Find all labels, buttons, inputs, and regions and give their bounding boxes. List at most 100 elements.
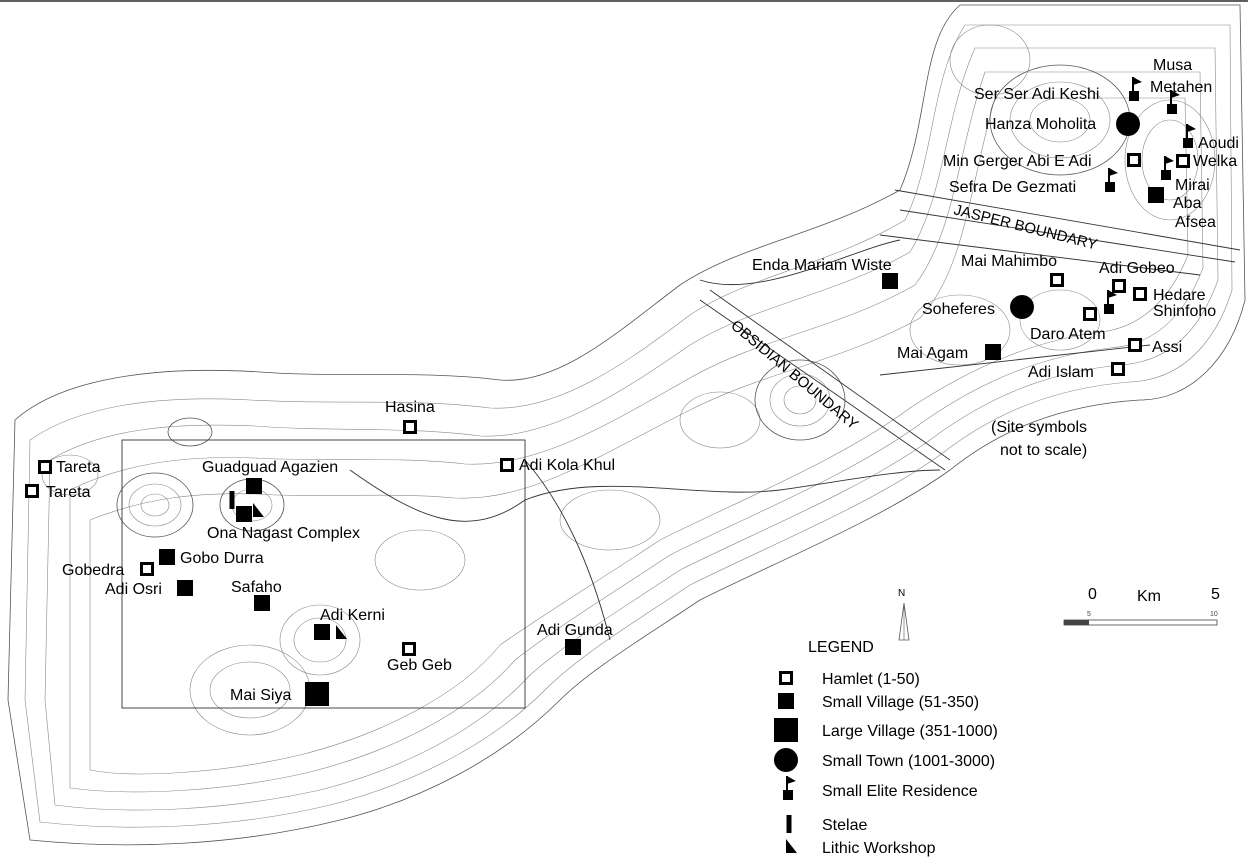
site-hasina-hamlet-icon xyxy=(403,420,417,434)
site-label: Adi Kola Khul xyxy=(519,457,615,474)
site-labels: Musa Metahen Ser Ser Adi Keshi Hanza Moh… xyxy=(46,57,1239,704)
legend-item-label: Hamlet (1-50) xyxy=(822,671,920,688)
site-assi-hamlet-icon xyxy=(1128,338,1142,352)
site-label: Gobedra xyxy=(62,562,124,579)
legend-item-label: Small Elite Residence xyxy=(822,783,978,800)
site-label: Musa xyxy=(1153,57,1192,74)
site-mirai-elite-icon xyxy=(1160,155,1175,181)
scale-unit-label: Km xyxy=(1137,588,1161,605)
site-geb-geb-hamlet-icon xyxy=(402,642,416,656)
legend-item-label: Small Village (51-350) xyxy=(822,694,979,711)
site-adi-kerni-small-village-icon xyxy=(314,624,330,640)
legend-item-label: Lithic Workshop xyxy=(822,840,936,857)
legend: LEGEND Hamlet (1-50) Small Village (51-3… xyxy=(774,639,998,857)
site-label: Hanza Moholita xyxy=(985,116,1096,133)
site-daro-atem-elite-icon xyxy=(1103,289,1118,315)
site-ona-nagast-stelae-icon xyxy=(229,491,235,509)
site-min-gerger-hamlet-icon xyxy=(1127,153,1141,167)
site-enda-mariam-wiste-small-village-icon xyxy=(882,273,898,289)
jasper-boundary-label: JASPER BOUNDARY xyxy=(952,201,1099,253)
site-label: Aba xyxy=(1173,195,1202,212)
site-adi-kerni-lithic-icon xyxy=(336,625,347,639)
site-label: Ona Nagast Complex xyxy=(207,525,360,542)
legend-title: LEGEND xyxy=(808,639,874,656)
site-label: Mai Mahimbo xyxy=(961,253,1057,270)
site-label: Adi Gobeo xyxy=(1099,260,1175,277)
scale-tick-small-right: 10 xyxy=(1210,611,1218,618)
site-label: Assi xyxy=(1152,339,1182,356)
scale-note-line1: (Site symbols xyxy=(991,419,1087,436)
scale-tick-small-left: 5 xyxy=(1087,611,1091,618)
survey-area-rectangle xyxy=(121,439,526,709)
site-adi-gunda-small-village-icon xyxy=(565,639,581,655)
site-mai-mahimbo-hamlet-icon xyxy=(1050,273,1064,287)
site-aoudi-elite-icon xyxy=(1182,123,1197,149)
small-town-icon xyxy=(774,748,798,772)
site-label: Enda Mariam Wiste xyxy=(752,257,892,274)
lithic-workshop-icon xyxy=(786,839,797,853)
site-gobedra-hamlet-icon xyxy=(140,562,154,576)
hamlet-icon xyxy=(779,671,793,685)
site-label: Metahen xyxy=(1150,79,1212,96)
site-label: Afsea xyxy=(1175,214,1216,231)
site-adi-gobeo-hamlet-icon xyxy=(1112,279,1126,293)
scale-note-line2: not to scale) xyxy=(1000,442,1087,459)
site-ser-ser-adi-keshi-elite-icon xyxy=(1128,76,1143,102)
scale-left-label: 0 xyxy=(1088,586,1097,603)
site-soheferes-town-icon xyxy=(1010,295,1034,319)
site-adi-osri-small-village-icon xyxy=(177,580,193,596)
site-welka-hamlet-icon xyxy=(1176,154,1190,168)
site-label: Adi Osri xyxy=(105,581,162,598)
large-village-icon xyxy=(774,718,798,742)
site-label: Welka xyxy=(1193,153,1237,170)
site-hanza-moholita-town-icon xyxy=(1116,112,1140,136)
site-label: Aoudi xyxy=(1198,135,1239,152)
site-label: Sefra De Gezmati xyxy=(949,179,1076,196)
site-adi-kola-khul-hamlet-icon xyxy=(500,458,514,472)
site-label: Mirai xyxy=(1175,177,1210,194)
site-label: Ser Ser Adi Keshi xyxy=(974,86,1099,103)
site-guadguad-agazien-small-village-icon xyxy=(246,478,262,494)
site-symbols xyxy=(25,76,1197,706)
elite-residence-icon xyxy=(782,775,797,801)
site-label: Gobo Durra xyxy=(180,550,264,567)
site-label: Adi Kerni xyxy=(320,607,385,624)
site-label: Tareta xyxy=(56,459,101,476)
scale-bar: 0 Km 5 5 10 xyxy=(1063,586,1220,626)
site-tareta-1-hamlet-icon xyxy=(38,460,52,474)
small-village-icon xyxy=(778,693,794,709)
site-mai-siya-large-village-icon xyxy=(305,682,329,706)
site-label: Hasina xyxy=(385,399,435,416)
site-label: Guadguad Agazien xyxy=(202,459,338,476)
legend-item-label: Stelae xyxy=(822,817,867,834)
site-label: Min Gerger Abi E Adi xyxy=(943,153,1092,170)
site-daro-atem-hamlet-icon xyxy=(1083,307,1097,321)
north-arrow: N xyxy=(898,588,910,641)
legend-item-label: Small Town (1001-3000) xyxy=(822,753,995,770)
site-label: Adi Gunda xyxy=(537,622,613,639)
site-label: Daro Atem xyxy=(1030,326,1106,343)
site-hedare-hamlet-icon xyxy=(1133,287,1147,301)
terrain-contours xyxy=(7,4,1246,846)
site-label: Geb Geb xyxy=(387,657,452,674)
site-gobo-durra-small-village-icon xyxy=(159,549,175,565)
site-label: Mai Siya xyxy=(230,687,291,704)
site-adi-islam-hamlet-icon xyxy=(1111,362,1125,376)
site-ona-nagast-lithic-icon xyxy=(253,503,264,517)
site-label: Shinfoho xyxy=(1153,303,1216,320)
stelae-icon xyxy=(786,815,792,833)
site-mai-agam-small-village-icon xyxy=(985,344,1001,360)
site-label: Hedare xyxy=(1153,287,1206,304)
site-ona-nagast-small-village-icon xyxy=(236,506,252,522)
scale-right-label: 5 xyxy=(1211,586,1220,603)
site-aba-small-village-icon xyxy=(1148,187,1164,203)
site-label: Safaho xyxy=(231,579,282,596)
site-tareta-2-hamlet-icon xyxy=(25,484,39,498)
north-label: N xyxy=(898,588,905,599)
site-label: Mai Agam xyxy=(897,345,968,362)
site-label: Adi Islam xyxy=(1028,364,1094,381)
site-safaho-small-village-icon xyxy=(254,595,270,611)
site-sefra-de-gezmati-elite-icon xyxy=(1104,167,1119,193)
site-label: Tareta xyxy=(46,484,91,501)
